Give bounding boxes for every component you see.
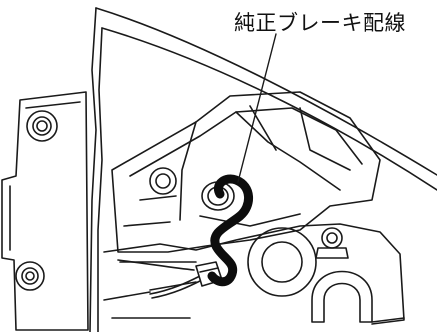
brake-cable <box>207 174 253 287</box>
caliper-housing <box>111 91 381 253</box>
left-top-bolt <box>26 110 58 142</box>
bleeder-fitting <box>315 227 349 259</box>
u-mount <box>311 270 405 323</box>
leader-line <box>237 33 277 183</box>
lower-frame <box>103 223 405 325</box>
housing-bolt <box>149 167 177 195</box>
left-bottom-bolt <box>15 261 45 291</box>
lower-bore <box>247 227 317 297</box>
thin-lead <box>117 259 203 299</box>
left-bracket <box>1 91 89 331</box>
window-edge <box>89 7 437 332</box>
callout-label: 純正ブレーキ配線 <box>234 11 406 35</box>
